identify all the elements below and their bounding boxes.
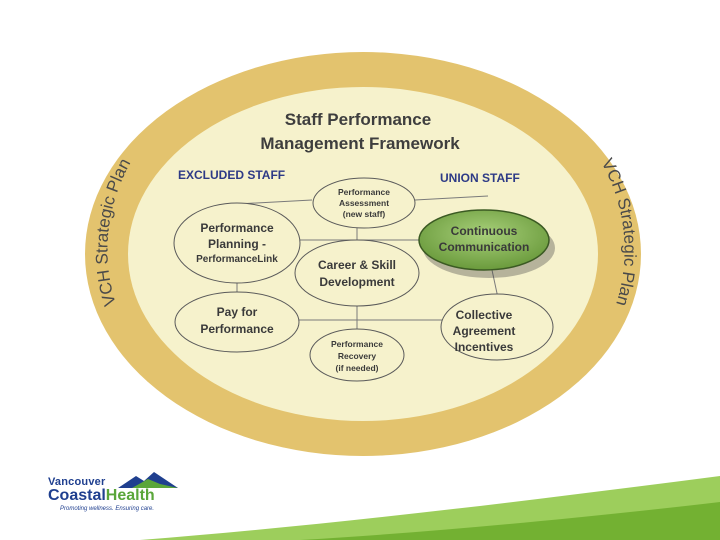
svg-text:Performance: Performance xyxy=(338,187,390,197)
connector-line xyxy=(414,195,489,201)
logo-tagline: Promoting wellness. Ensuring care. xyxy=(60,506,155,512)
logo-text-coastal: Coastal xyxy=(48,487,106,504)
node-performance-recovery: Performance Recovery (if needed) xyxy=(309,328,405,382)
svg-text:Performance: Performance xyxy=(200,322,274,336)
node-performance-assessment: Performance Assessment (new staff) xyxy=(312,177,416,229)
svg-text:Planning -: Planning - xyxy=(208,237,266,251)
svg-text:(new staff): (new staff) xyxy=(343,209,386,219)
svg-text:Performance: Performance xyxy=(331,339,383,349)
node-pay-for-performance: Pay for Performance xyxy=(174,291,300,353)
node-career-skill-development: Career & Skill Development xyxy=(294,239,420,307)
vch-logo: Vancouver CoastalHealth Promoting wellne… xyxy=(48,470,178,518)
svg-text:(if needed): (if needed) xyxy=(336,363,379,373)
node-continuous-communication: Continuous Communication xyxy=(418,209,555,278)
svg-text:PerformanceLink: PerformanceLink xyxy=(196,254,278,265)
svg-text:Career & Skill: Career & Skill xyxy=(318,258,396,272)
footer-wave xyxy=(140,476,720,540)
diagram-title-line2: Management Framework xyxy=(260,134,460,153)
svg-text:Incentives: Incentives xyxy=(455,340,514,354)
svg-text:Collective: Collective xyxy=(456,308,513,322)
logo-text-vancouver: Vancouver xyxy=(48,476,106,488)
svg-text:Agreement: Agreement xyxy=(453,324,516,338)
svg-text:Continuous: Continuous xyxy=(451,224,518,238)
svg-text:Development: Development xyxy=(319,275,394,289)
connector-line xyxy=(491,269,499,299)
svg-text:Recovery: Recovery xyxy=(338,351,377,361)
excluded-staff-label: EXCLUDED STAFF xyxy=(178,168,285,182)
svg-text:Communication: Communication xyxy=(439,240,530,254)
diagram-title-line1: Staff Performance xyxy=(285,110,431,129)
logo-text-health: Health xyxy=(105,487,155,504)
svg-text:Pay for: Pay for xyxy=(217,305,258,319)
logo-text-coastal-health: CoastalHealth xyxy=(48,487,155,505)
node-collective-agreement-incentives: Collective Agreement Incentives xyxy=(440,293,554,361)
node-performance-planning: Performance Planning - PerformanceLink xyxy=(173,202,301,284)
svg-text:Assessment: Assessment xyxy=(339,198,389,208)
mountain-logo-icon xyxy=(118,472,178,488)
svg-text:Performance: Performance xyxy=(200,221,274,235)
union-staff-label: UNION STAFF xyxy=(440,171,520,185)
